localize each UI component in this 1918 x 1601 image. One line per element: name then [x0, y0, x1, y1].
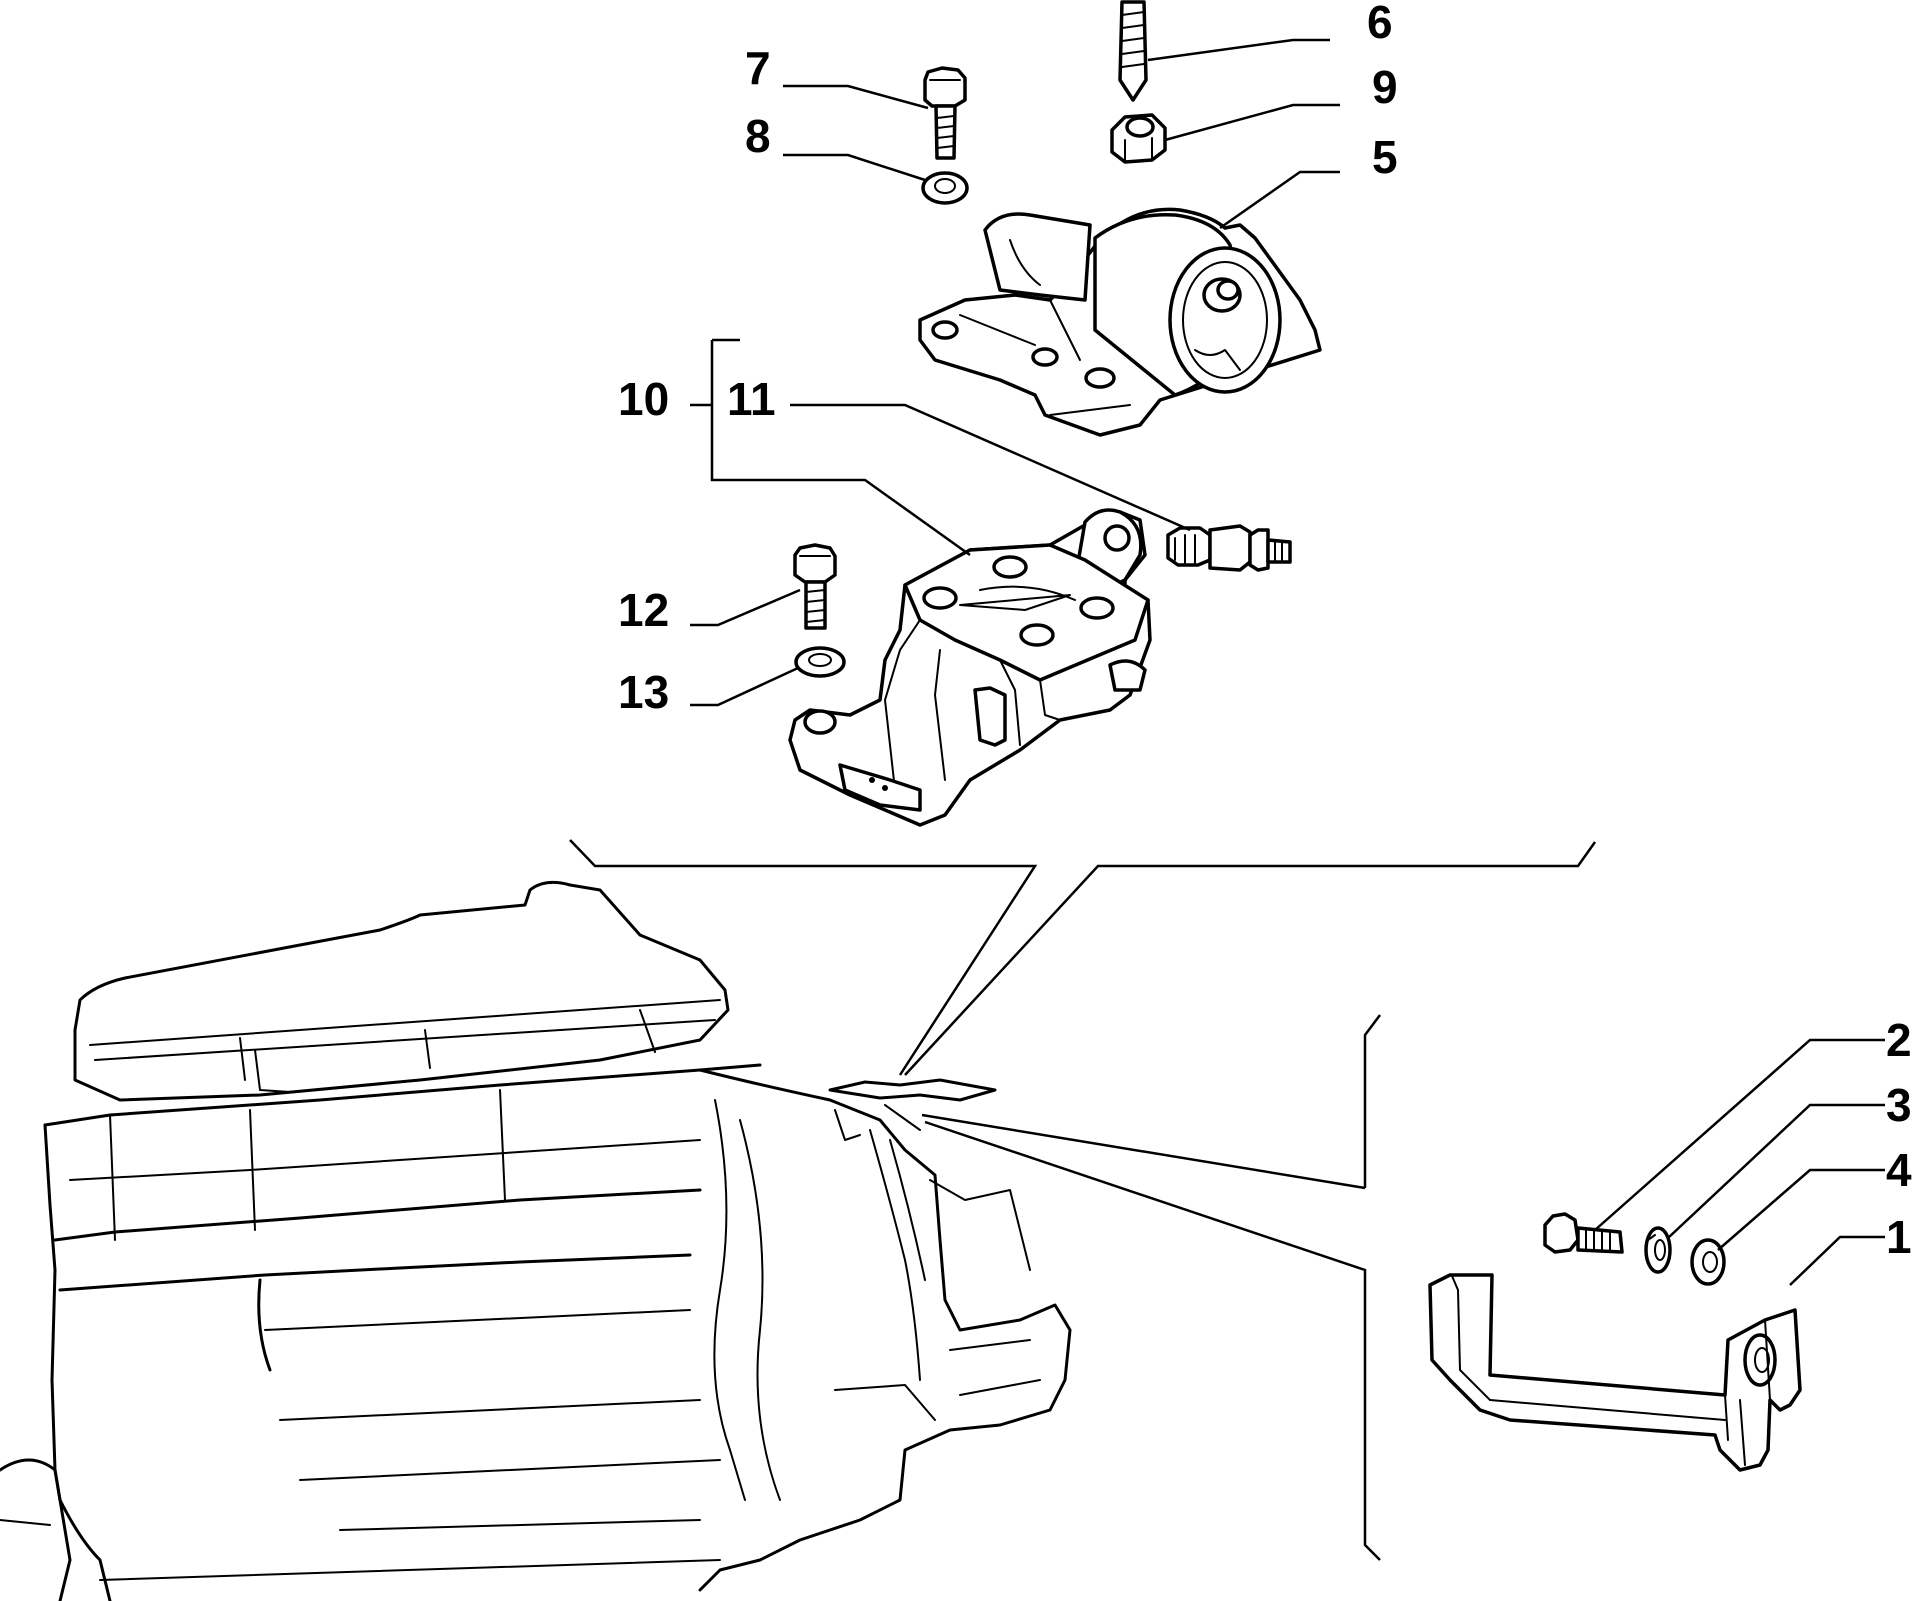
detail-boundary-lines: [569, 839, 1597, 1561]
callout-5: 5: [1372, 131, 1398, 183]
bolt-2: [1543, 1212, 1624, 1254]
bolt-7: [923, 66, 967, 160]
callout-13: 13: [618, 666, 669, 718]
callout-labels: 1 2 3 4 5 6 7 8 9 10 11 12 13: [618, 0, 1912, 1263]
callout-9: 9: [1372, 61, 1398, 113]
bolt-12: [793, 543, 837, 630]
callout-3: 3: [1886, 1079, 1912, 1131]
callout-10: 10: [618, 373, 669, 425]
washer-4: [1690, 1238, 1726, 1286]
callout-11: 11: [727, 373, 776, 425]
gearbox-mount-bracket: [788, 508, 1152, 827]
callout-6: 6: [1367, 0, 1393, 48]
upper-engine-mount: [918, 207, 1322, 437]
callout-1: 1: [1886, 1211, 1912, 1263]
switch: [1166, 524, 1292, 572]
nut: [1110, 113, 1167, 164]
callout-8: 8: [745, 110, 771, 162]
callout-7: 7: [745, 42, 771, 94]
washer-13: [794, 646, 846, 678]
stud: [1118, 0, 1148, 102]
callout-2: 2: [1886, 1014, 1912, 1066]
spring-washer-3: [1644, 1226, 1672, 1274]
washer-8: [921, 171, 969, 205]
callout-12: 12: [618, 584, 669, 636]
leader-lines: [690, 38, 1885, 1286]
lower-bracket: [1428, 1273, 1802, 1472]
callout-4: 4: [1886, 1144, 1912, 1196]
engine-gearbox-outline: [0, 880, 1072, 1601]
